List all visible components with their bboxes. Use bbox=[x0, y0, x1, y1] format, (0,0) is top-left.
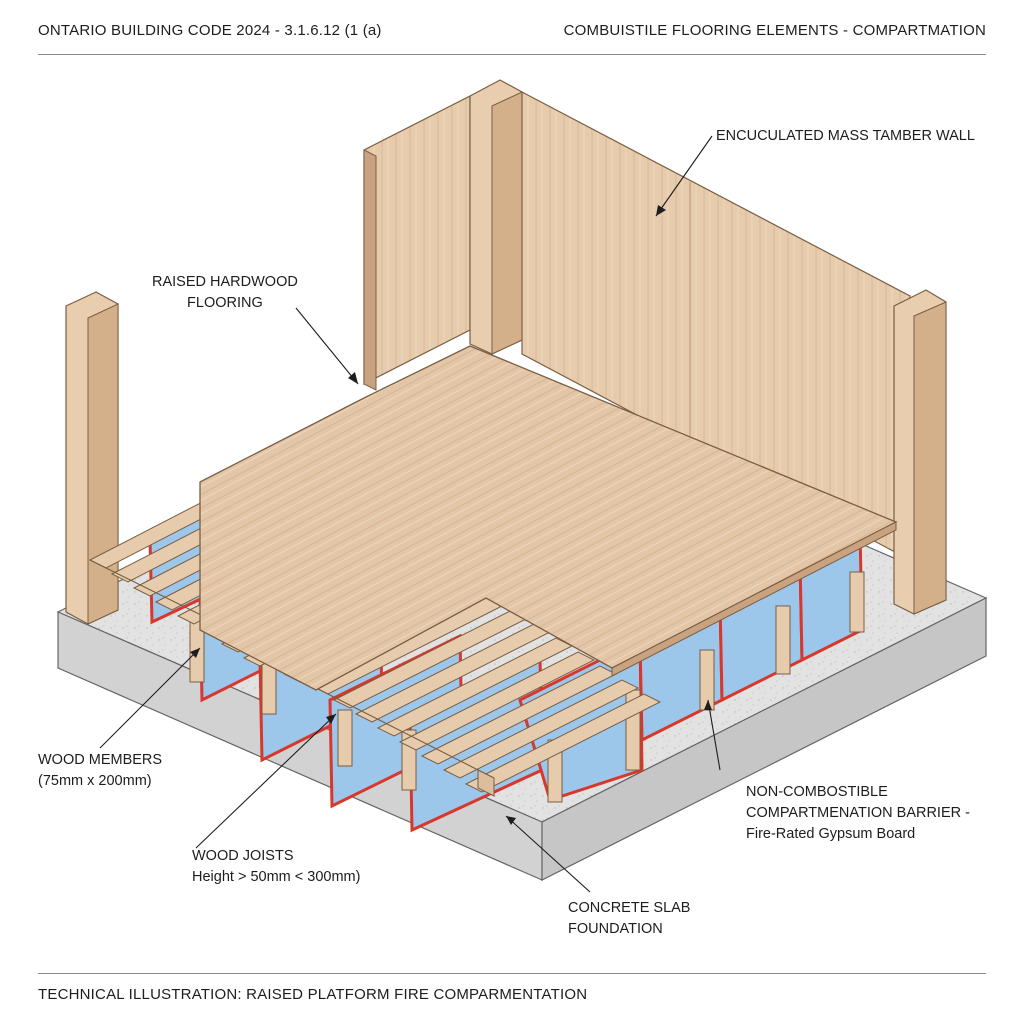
label-wood-joists-line-1: WOOD JOISTS bbox=[192, 848, 294, 864]
label-mass-timber-wall: ENCUCULATED MASS TAMBER WALL bbox=[716, 128, 975, 144]
raised-floor bbox=[199, 345, 898, 691]
label-wood-joists-line-2: Height > 50mm < 300mm) bbox=[192, 869, 361, 885]
label-wood-members-line-2: (75mm x 200mm) bbox=[38, 773, 152, 789]
label-wood-members: WOOD MEMBERS (75mm x 200mm) bbox=[38, 750, 162, 792]
label-wood-members-line-1: WOOD MEMBERS bbox=[38, 752, 163, 768]
front-left-post bbox=[65, 291, 119, 625]
label-compartmentation-barrier: NON-COMBOSTIBLE COMPARTMENATION BARRIER … bbox=[746, 782, 970, 845]
header-right-title: COMBUISTILE FLOORING ELEMENTS - COMPARTM… bbox=[563, 22, 986, 39]
label-raised-flooring: RAISED HARDWOOD FLOORING bbox=[152, 272, 298, 314]
label-concrete-line-1: CONCRETE SLAB bbox=[568, 900, 691, 916]
footer-caption: TECHNICAL ILLUSTRATION: RAISED PLATFORM … bbox=[38, 986, 588, 1003]
label-concrete-line-2: FOUNDATION bbox=[568, 921, 663, 937]
mass-timber-wall bbox=[363, 79, 947, 615]
label-barrier-line-3: Fire-Rated Gypsum Board bbox=[746, 826, 916, 842]
label-concrete-slab: CONCRETE SLAB FOUNDATION bbox=[568, 898, 690, 940]
label-wood-joists: WOOD JOISTS Height > 50mm < 300mm) bbox=[192, 846, 360, 888]
leader-lines bbox=[99, 135, 721, 893]
label-raised-flooring-line-1: RAISED HARDWOOD bbox=[152, 274, 298, 290]
arrowheads bbox=[190, 205, 712, 825]
footer-rule bbox=[38, 973, 986, 974]
header-rule bbox=[38, 54, 986, 55]
label-barrier-line-1: NON-COMBOSTIBLE bbox=[746, 784, 888, 800]
label-barrier-line-2: COMPARTMENATION BARRIER - bbox=[746, 805, 970, 821]
label-raised-flooring-line-2: FLOORING bbox=[187, 295, 263, 311]
header-left-title: ONTARIO BUILDING CODE 2024 - 3.1.6.12 (1… bbox=[38, 22, 382, 39]
